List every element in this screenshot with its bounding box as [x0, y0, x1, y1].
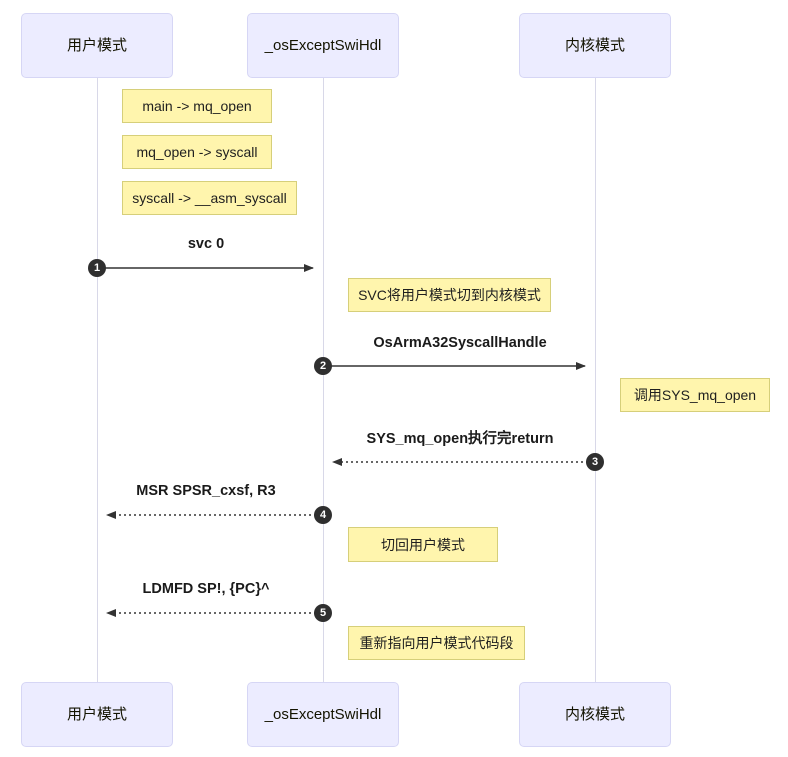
note-syscall-asm: syscall -> __asm_syscall [122, 181, 297, 215]
participant-bottom-user[interactable]: 用户模式 [21, 682, 173, 747]
note-svc-switch: SVC将用户模式切到内核模式 [348, 278, 551, 312]
message-label-5: LDMFD SP!, {PC}^ [142, 581, 270, 597]
participant-top-kernel[interactable]: 内核模式 [519, 13, 671, 78]
note-repoint-usercode: 重新指向用户模式代码段 [348, 626, 525, 660]
note-switch-back-user: 切回用户模式 [348, 527, 498, 562]
lifeline-user [97, 78, 98, 682]
participant-top-handler-label: _osExceptSwiHdl [264, 37, 382, 54]
note-call-sys-mqopen-text: 调用SYS_mq_open [633, 387, 757, 403]
seq-badge-1: 1 [88, 259, 106, 277]
note-mqopen-syscall: mq_open -> syscall [122, 135, 272, 169]
participant-bottom-user-label: 用户模式 [66, 706, 127, 723]
message-label-2: OsArmA32SyscallHandle [373, 335, 547, 351]
seq-badge-5: 5 [314, 604, 332, 622]
lifeline-kernel [595, 78, 596, 682]
participant-bottom-kernel-label: 内核模式 [564, 706, 625, 723]
participant-top-handler[interactable]: _osExceptSwiHdl [247, 13, 399, 78]
note-repoint-usercode-text: 重新指向用户模式代码段 [359, 635, 514, 651]
seq-badge-2: 2 [314, 357, 332, 375]
participant-bottom-handler[interactable]: _osExceptSwiHdl [247, 682, 399, 747]
participant-bottom-kernel[interactable]: 内核模式 [519, 682, 671, 747]
participant-top-user[interactable]: 用户模式 [21, 13, 173, 78]
note-main-mqopen: main -> mq_open [122, 89, 272, 123]
message-label-1: svc 0 [187, 236, 225, 252]
note-mqopen-syscall-text: mq_open -> syscall [136, 144, 258, 160]
message-label-4: MSR SPSR_cxsf, R3 [136, 483, 276, 499]
note-call-sys-mqopen: 调用SYS_mq_open [620, 378, 770, 412]
seq-badge-4: 4 [314, 506, 332, 524]
note-main-mqopen-text: main -> mq_open [142, 98, 252, 114]
note-syscall-asm-text: syscall -> __asm_syscall [132, 190, 287, 206]
note-switch-back-user-text: 切回用户模式 [381, 536, 465, 553]
seq-badge-3: 3 [586, 453, 604, 471]
note-svc-switch-text: SVC将用户模式切到内核模式 [358, 287, 541, 303]
participant-bottom-handler-label: _osExceptSwiHdl [264, 706, 382, 723]
participant-top-kernel-label: 内核模式 [564, 37, 625, 54]
participant-top-user-label: 用户模式 [66, 37, 127, 54]
lifeline-handler [323, 78, 324, 682]
message-label-3: SYS_mq_open执行完return [366, 431, 554, 447]
